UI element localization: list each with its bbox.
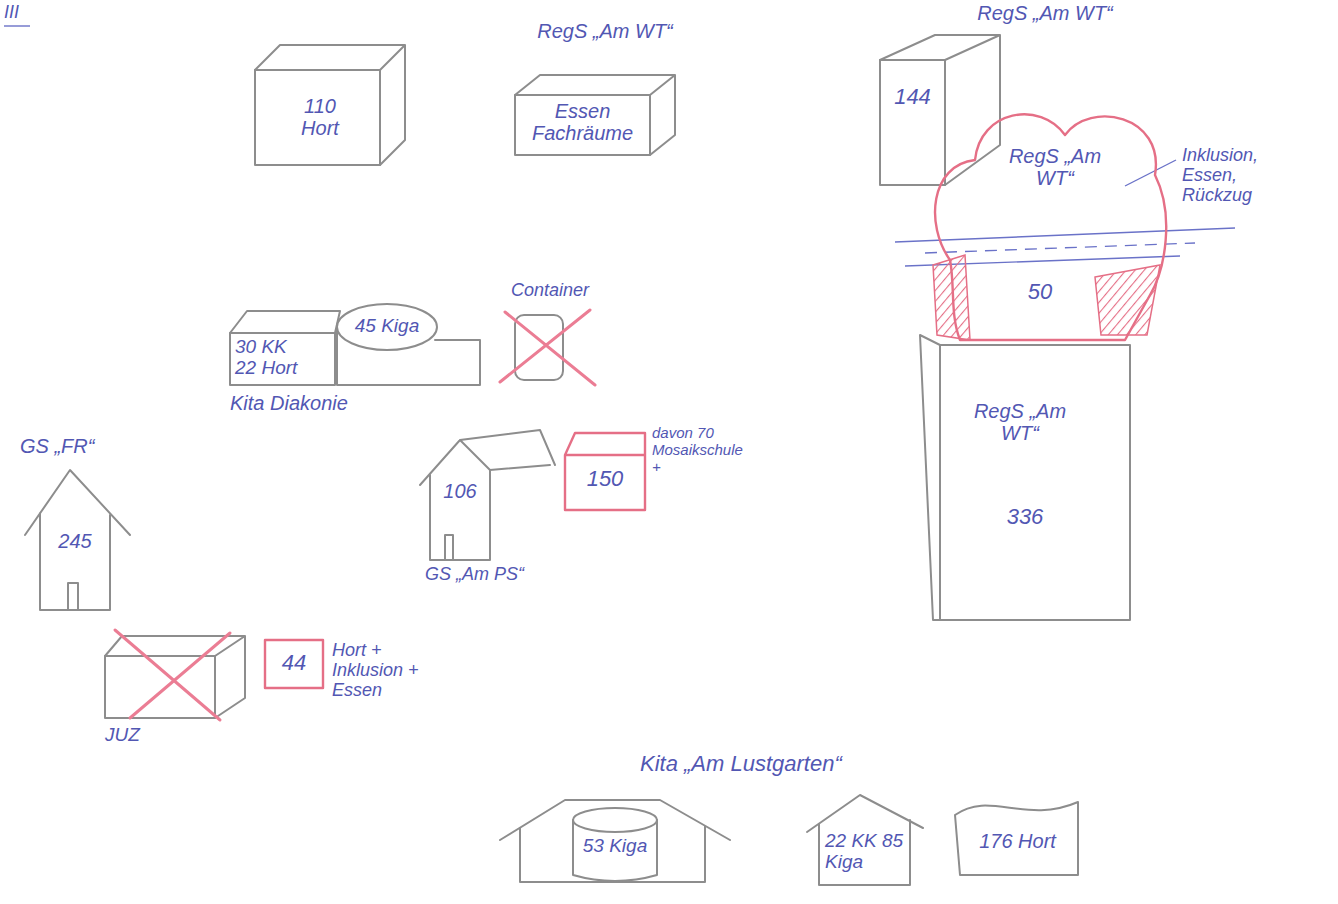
note-label: davon 70 Mosaikschule +: [652, 425, 752, 475]
capacity-text: 336: [965, 505, 1085, 530]
kita-house: 53 Kiga: [495, 790, 735, 890]
capacity-text: 44: [265, 651, 323, 676]
building-box: RegS „Am WT“ 336: [915, 330, 1135, 630]
shape-outline: [915, 330, 1135, 630]
capacity-text: JUZ: [105, 724, 165, 745]
note-label: Inklusion, Essen, Rückzug: [1182, 145, 1302, 205]
note-label: Kita Diakonie: [230, 392, 400, 414]
school-house: GS „FR“ 245: [20, 435, 160, 615]
building-box: 110 Hort: [250, 40, 410, 175]
shape-outline: [335, 300, 485, 390]
hort-building: 176 Hort: [950, 790, 1085, 880]
note-label: Hort + Inklusion + Essen: [332, 640, 432, 700]
capacity-text: 53 Kiga: [575, 835, 655, 856]
building-name: RegS „Am WT“: [965, 400, 1075, 445]
capacity-text: 144: [880, 85, 945, 110]
shape-outline: [415, 420, 560, 565]
building-crossed: JUZ: [100, 628, 255, 753]
capacity-text: 30 KK 22 Hort: [235, 336, 305, 379]
building-name: RegS „Am WT“: [970, 2, 1120, 24]
note-label: GS „Am PS“: [425, 564, 565, 584]
building-box: RegS „Am WT“ Essen Fachräume: [505, 20, 685, 165]
capacity-text: 45 Kiga: [344, 315, 430, 336]
capacity-text: 245: [40, 530, 110, 552]
capacity-text: Essen Fachräume: [515, 100, 650, 145]
building-name: GS „FR“: [20, 435, 140, 457]
school-house: 106: [415, 420, 560, 565]
street-centre-line: [925, 243, 1195, 253]
cylinder-building: 45 Kiga: [335, 300, 485, 390]
shape-outline: [925, 95, 1170, 345]
capacity-text: 106: [430, 480, 490, 502]
note-label: Kita „Am Lustgarten“: [640, 752, 960, 777]
building-name: RegS „Am WT“: [525, 20, 685, 42]
building-name: RegS „Am WT“: [1005, 145, 1105, 190]
capacity-text: 110 Hort: [290, 95, 350, 140]
planned-extension-box: 150: [560, 425, 650, 515]
capacity-text: 150: [565, 467, 645, 492]
building-box: 30 KK 22 Hort: [225, 305, 345, 390]
leader-line: [1125, 160, 1176, 186]
planned-extension-box: 44: [262, 637, 327, 692]
capacity-text: 176 Hort: [960, 830, 1075, 852]
shape-outline: [20, 435, 160, 615]
kita-house: 22 KK 85 Kiga: [805, 790, 925, 890]
street-line: [895, 228, 1235, 242]
capacity-text: 50: [1005, 280, 1075, 305]
container-crossed: Container: [495, 280, 605, 388]
capacity-text: Container: [495, 280, 605, 300]
capacity-text: 22 KK 85 Kiga: [825, 830, 905, 873]
planned-extension-cloud: RegS „Am WT“ 50: [925, 95, 1170, 345]
note-label: III: [4, 2, 44, 22]
underline: [4, 25, 30, 26]
